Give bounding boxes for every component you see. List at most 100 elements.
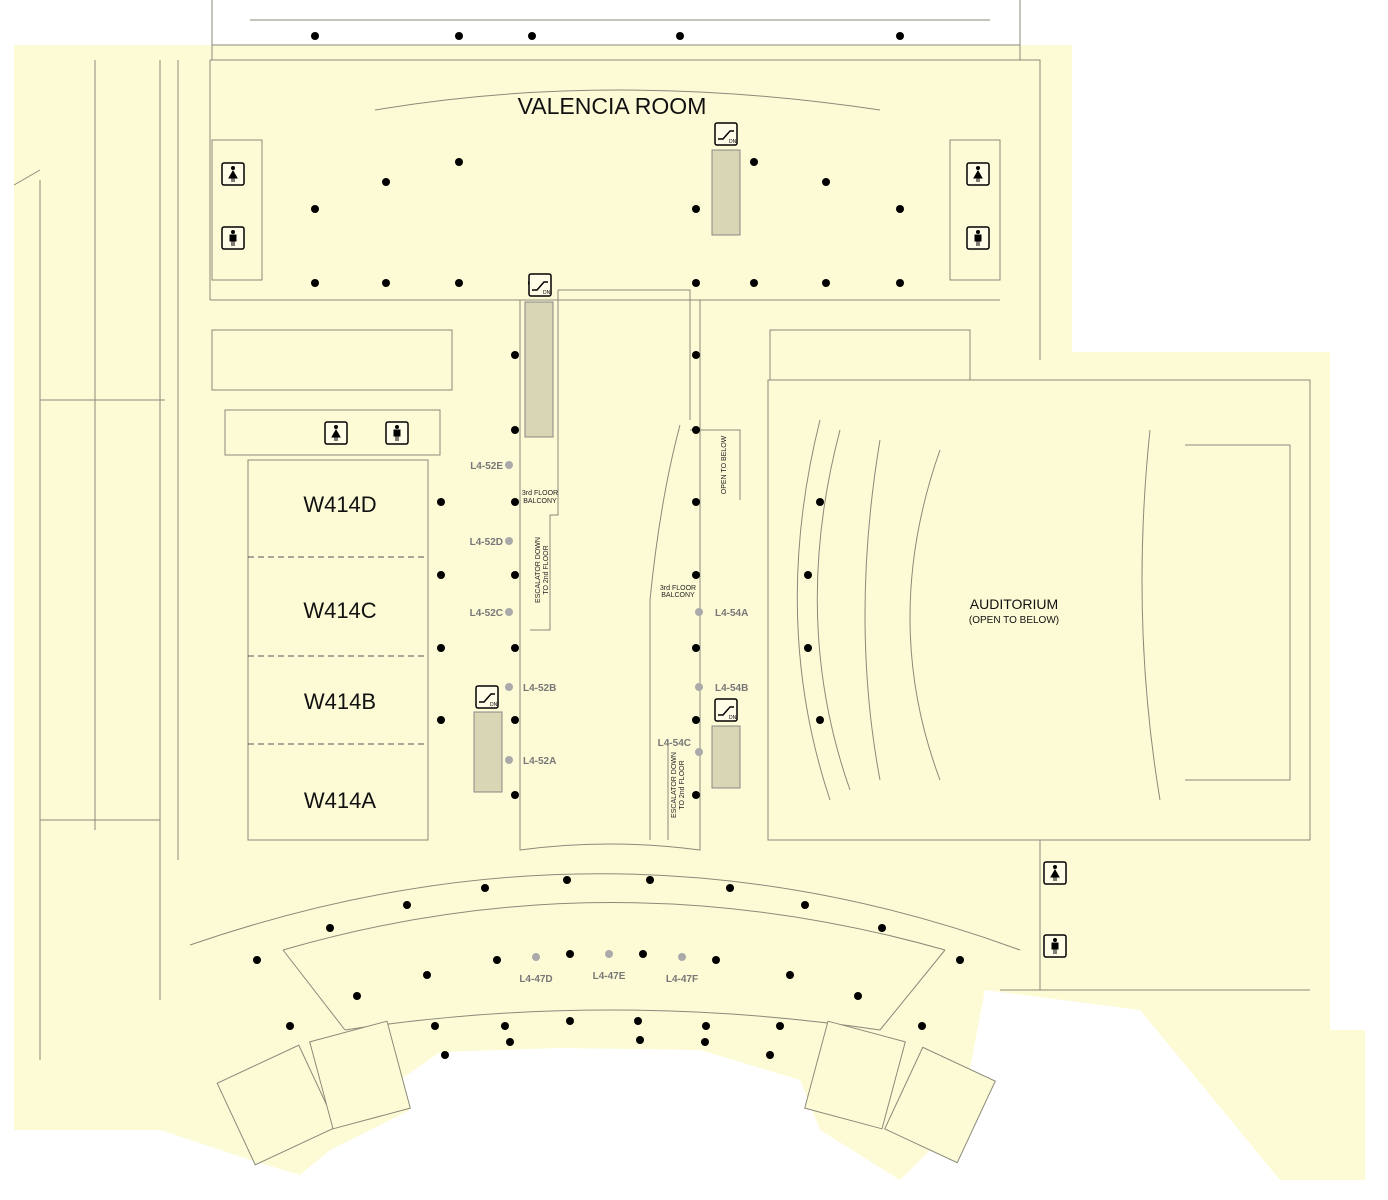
escalator-right-note2: TO 2nd FLOOR xyxy=(679,760,686,809)
booth-marker[interactable] xyxy=(505,683,513,691)
column-marker xyxy=(511,426,519,434)
booth-marker[interactable] xyxy=(505,461,513,469)
escalator-left-note2: TO 2nd FLOOR xyxy=(543,545,550,594)
escalator-top xyxy=(711,149,741,236)
womens-restroom-icon xyxy=(1043,861,1067,885)
balcony-right-line2: BALCONY xyxy=(661,592,695,599)
balcony-right-line1: 3rd FLOOR xyxy=(660,585,696,592)
column-marker xyxy=(956,956,964,964)
booth-label[interactable]: L4-47E xyxy=(593,971,626,982)
mens-restroom-icon xyxy=(966,226,990,250)
column-marker xyxy=(403,901,411,909)
column-marker xyxy=(692,205,700,213)
escalator-left xyxy=(473,711,503,793)
column-marker xyxy=(750,279,758,287)
column-marker xyxy=(437,571,445,579)
booth-label[interactable]: L4-52D xyxy=(470,537,503,548)
column-marker xyxy=(511,791,519,799)
booth-label[interactable]: L4-54B xyxy=(715,683,748,694)
room-w414d-label[interactable]: W414D xyxy=(303,492,376,517)
svg-text:DN: DN xyxy=(729,715,737,721)
booth-label[interactable]: L4-47D xyxy=(519,974,552,985)
booth-marker[interactable] xyxy=(605,950,613,958)
column-marker xyxy=(701,1038,709,1046)
column-marker xyxy=(692,791,700,799)
booth-label[interactable]: L4-52C xyxy=(470,608,503,619)
service-core-right xyxy=(769,329,971,381)
escalator-center xyxy=(524,301,554,438)
column-marker xyxy=(726,884,734,892)
svg-text:DN: DN xyxy=(490,702,498,708)
restroom-block-right xyxy=(949,139,1001,281)
booth-label[interactable]: L4-52A xyxy=(523,756,556,767)
column-marker xyxy=(441,1051,449,1059)
column-marker xyxy=(786,971,794,979)
column-marker xyxy=(816,716,824,724)
column-marker xyxy=(822,178,830,186)
column-marker xyxy=(566,1017,574,1025)
booth-marker[interactable] xyxy=(695,608,703,616)
floor-area xyxy=(14,45,1365,1180)
column-marker xyxy=(437,644,445,652)
column-marker xyxy=(501,1022,509,1030)
column-marker xyxy=(431,1022,439,1030)
column-marker xyxy=(692,498,700,506)
escalator-down-icon: DN xyxy=(714,698,738,722)
booth-marker[interactable] xyxy=(505,537,513,545)
column-marker xyxy=(639,950,647,958)
balcony-curve xyxy=(649,424,681,840)
booth-label[interactable]: L4-52E xyxy=(470,461,503,472)
booth-marker[interactable] xyxy=(532,953,540,961)
column-marker xyxy=(646,876,654,884)
room-w414c-label[interactable]: W414C xyxy=(303,598,376,623)
column-marker xyxy=(692,426,700,434)
room-w414a-label[interactable]: W414A xyxy=(304,788,376,813)
concourse-wall xyxy=(189,840,1310,1031)
column-marker xyxy=(353,992,361,1000)
booth-marker[interactable] xyxy=(678,953,686,961)
column-marker xyxy=(636,1036,644,1044)
outer-wall-left xyxy=(13,60,179,1060)
auditorium-label[interactable]: AUDITORIUM xyxy=(970,596,1058,612)
column-marker xyxy=(896,32,904,40)
room-w414b-label[interactable]: W414B xyxy=(304,689,376,714)
column-marker xyxy=(253,956,261,964)
valencia-room-wall xyxy=(209,59,1041,360)
column-marker xyxy=(566,950,574,958)
balcony-left-line2: BALCONY xyxy=(523,498,557,505)
booth-markers: L4-52E L4-52D L4-52C L4-52B L4-52A L4-54A L4-5… xyxy=(470,461,748,985)
restroom-block-left xyxy=(211,139,263,281)
column-marker xyxy=(816,498,824,506)
booth-label[interactable]: L4-54C xyxy=(658,738,691,749)
columns xyxy=(253,32,964,1059)
column-marker xyxy=(493,956,501,964)
booth-marker[interactable] xyxy=(505,756,513,764)
column-marker xyxy=(423,971,431,979)
column-marker xyxy=(506,1038,514,1046)
booth-marker[interactable] xyxy=(695,748,703,756)
booth-marker[interactable] xyxy=(695,683,703,691)
column-marker xyxy=(776,1022,784,1030)
column-marker xyxy=(692,279,700,287)
stair-tower xyxy=(884,1046,996,1164)
column-marker xyxy=(801,901,809,909)
column-marker xyxy=(854,992,862,1000)
booth-marker[interactable] xyxy=(505,608,513,616)
column-marker xyxy=(692,644,700,652)
booth-label[interactable]: L4-54A xyxy=(715,608,748,619)
column-marker xyxy=(692,571,700,579)
booth-label[interactable]: L4-52B xyxy=(523,683,556,694)
column-marker xyxy=(286,1022,294,1030)
column-marker xyxy=(563,876,571,884)
column-marker xyxy=(455,158,463,166)
column-marker xyxy=(822,279,830,287)
column-marker xyxy=(311,205,319,213)
column-marker xyxy=(382,279,390,287)
booth-label[interactable]: L4-47F xyxy=(666,974,698,985)
column-marker xyxy=(766,1051,774,1059)
outer-wall-top xyxy=(211,0,1021,60)
column-marker xyxy=(878,924,886,932)
womens-restroom-icon xyxy=(324,421,348,445)
column-marker xyxy=(712,956,720,964)
